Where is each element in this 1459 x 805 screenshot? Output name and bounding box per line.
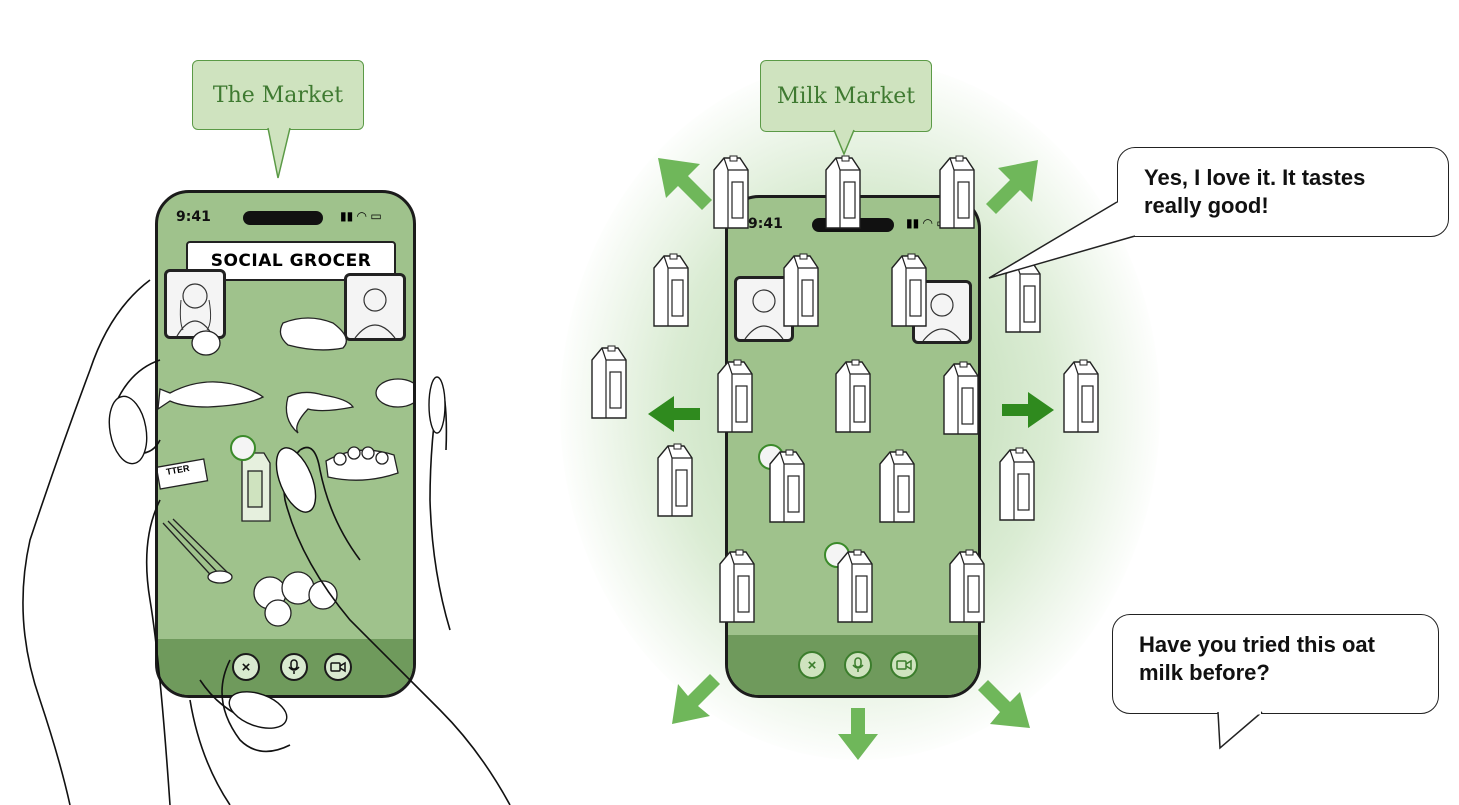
arrow-down-right-icon — [978, 680, 1030, 728]
status-time: 9:41 — [176, 209, 211, 225]
market-tag-label: The Market — [212, 82, 344, 108]
arrow-up-right-icon — [986, 160, 1038, 214]
speech-bubble-bottom-text: Have you tried this oat milk before? — [1139, 632, 1375, 685]
arrow-down-icon — [838, 708, 878, 760]
signal-wifi-battery-icon: ▮▮ ◠ ▭ — [340, 209, 382, 223]
arrow-left-icon — [648, 396, 700, 432]
milk-carton — [591, 345, 627, 419]
bubble-tail — [1217, 711, 1263, 750]
bubble-tail — [988, 201, 1137, 279]
arrow-right-icon — [1002, 392, 1054, 428]
status-time: 9:41 — [748, 216, 783, 232]
call-bar: × — [158, 639, 413, 695]
market-tag: The Market — [192, 60, 364, 130]
tag-pointer — [267, 127, 291, 179]
grocery-shelf — [158, 317, 413, 627]
milk-market-tag-label: Milk Market — [776, 83, 916, 109]
mic-icon — [288, 659, 300, 674]
clam-item — [375, 378, 413, 408]
left-phone: 9:41 ▮▮ ◠ ▭ SOCIAL GROCER — [155, 190, 416, 698]
app-logo-text: SOCIAL GROCER — [210, 251, 372, 271]
speech-bubble-bottom: Have you tried this oat milk before? — [1112, 614, 1439, 714]
steak-item — [279, 317, 347, 351]
tag-pointer — [833, 129, 855, 156]
signal-wifi-battery-icon: ▮▮ ◠ ▭ — [906, 216, 948, 230]
milk-market-tag: Milk Market — [760, 60, 932, 132]
video-button[interactable] — [890, 651, 918, 679]
mic-button[interactable] — [280, 653, 308, 681]
user-avatar-1[interactable] — [164, 269, 226, 339]
end-call-button[interactable]: × — [232, 653, 260, 681]
arrow-down-left-icon — [672, 674, 720, 724]
user-marker-milk[interactable] — [230, 435, 256, 461]
hands-illustration — [22, 279, 511, 805]
direction-arrows — [648, 158, 1054, 760]
fish-item — [158, 381, 265, 410]
arrow-up-left-icon — [658, 158, 712, 210]
milk-carton — [1063, 359, 1099, 433]
speech-bubble-top: Yes, I love it. It tastes really good! — [1117, 147, 1449, 237]
leek-item — [162, 518, 229, 584]
mic-icon — [852, 657, 864, 672]
call-bar: × — [728, 635, 978, 695]
butter-sign — [158, 458, 209, 490]
shrimp-item — [285, 391, 355, 434]
speech-bubble-top-text: Yes, I love it. It tastes really good! — [1144, 165, 1366, 218]
video-icon — [896, 659, 912, 671]
mic-button[interactable] — [844, 651, 872, 679]
video-icon — [330, 661, 346, 673]
user-avatar-2[interactable] — [344, 273, 406, 341]
video-button[interactable] — [324, 653, 352, 681]
dynamic-island — [243, 211, 323, 225]
end-call-button[interactable]: × — [798, 651, 826, 679]
